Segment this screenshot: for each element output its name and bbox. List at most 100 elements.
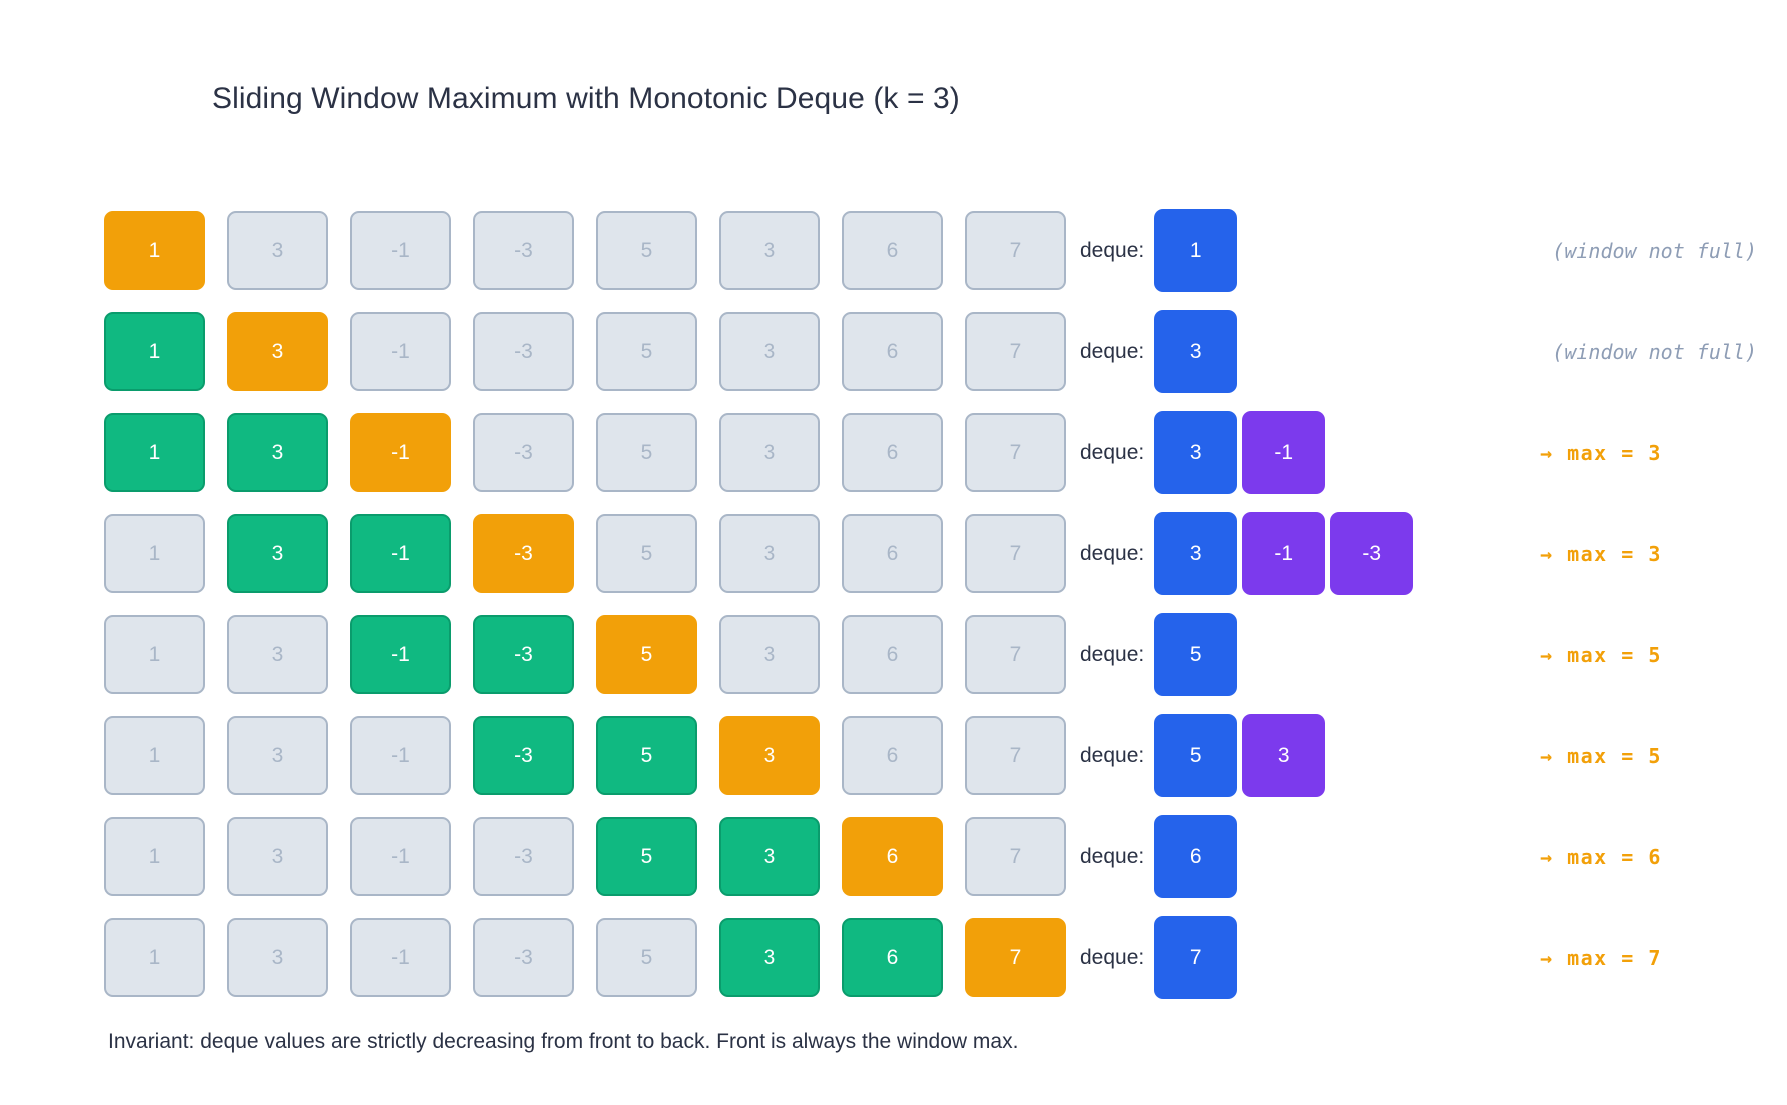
array-cell-idle: 3 — [227, 918, 328, 997]
array-cell-idle: 6 — [842, 211, 943, 290]
array-cell-current: 3 — [719, 716, 820, 795]
deque-label: deque: — [1080, 541, 1145, 565]
array-cell-idle: -1 — [350, 716, 451, 795]
array-cell-idle: 3 — [227, 615, 328, 694]
array-cell-idle: 1 — [104, 817, 205, 896]
array-cell-idle: 1 — [104, 716, 205, 795]
deque-strip: 3-1 — [1154, 411, 1330, 494]
deque-strip: 3 — [1154, 310, 1242, 393]
deque-label: deque: — [1080, 844, 1145, 868]
deque-cell-front: 6 — [1154, 815, 1238, 898]
array-cell-idle: 5 — [596, 413, 697, 492]
array-cell-idle: 3 — [227, 817, 328, 896]
array-cell-current: 1 — [104, 211, 205, 290]
max-result-note: → max = 3 — [1540, 440, 1662, 465]
array-cell-idle: 7 — [965, 211, 1066, 290]
deque-label: deque: — [1080, 440, 1145, 464]
array-cell-idle: 7 — [965, 817, 1066, 896]
array-cell-window: -1 — [350, 615, 451, 694]
deque-cell-front: 5 — [1154, 714, 1238, 797]
max-result-note: → max = 6 — [1540, 844, 1662, 869]
array-cell-current: -1 — [350, 413, 451, 492]
page-title: Sliding Window Maximum with Monotonic De… — [212, 82, 960, 116]
deque-cell-rest: -3 — [1330, 512, 1414, 595]
array-cell-window: 3 — [227, 514, 328, 593]
array-cell-idle: 5 — [596, 918, 697, 997]
deque-cell-front: 3 — [1154, 310, 1238, 393]
deque-cell-front: 1 — [1154, 209, 1238, 292]
array-cell-idle: 3 — [719, 312, 820, 391]
max-result-note: → max = 5 — [1540, 743, 1662, 768]
array-cell-idle: 5 — [596, 514, 697, 593]
array-cell-window: 3 — [719, 918, 820, 997]
array-cell-idle: 3 — [227, 716, 328, 795]
deque-cell-rest: -1 — [1242, 411, 1326, 494]
array-cell-idle: 5 — [596, 312, 697, 391]
deque-cell-rest: 3 — [1242, 714, 1326, 797]
status-note: (window not full) — [1552, 238, 1757, 263]
array-cell-idle: 1 — [104, 615, 205, 694]
deque-strip: 5 — [1154, 613, 1242, 696]
array-cell-idle: 6 — [842, 615, 943, 694]
deque-cell-front: 3 — [1154, 512, 1238, 595]
array-cell-window: 1 — [104, 312, 205, 391]
array-cell-idle: -1 — [350, 817, 451, 896]
array-cell-window: -1 — [350, 514, 451, 593]
array-cell-idle: 6 — [842, 716, 943, 795]
deque-strip: 3-1-3 — [1154, 512, 1418, 595]
deque-strip: 6 — [1154, 815, 1242, 898]
array-cell-idle: 7 — [965, 312, 1066, 391]
status-note: (window not full) — [1552, 339, 1757, 364]
array-cell-window: 5 — [596, 817, 697, 896]
array-cell-idle: 1 — [104, 514, 205, 593]
array-cell-idle: 3 — [719, 211, 820, 290]
array-cell-window: -3 — [473, 615, 574, 694]
deque-cell-rest: -1 — [1242, 512, 1326, 595]
invariant-caption: Invariant: deque values are strictly dec… — [108, 1030, 1019, 1053]
array-cell-idle: -1 — [350, 211, 451, 290]
array-cell-idle: -3 — [473, 413, 574, 492]
array-cell-current: 5 — [596, 615, 697, 694]
array-cell-idle: -3 — [473, 312, 574, 391]
array-cell-window: -3 — [473, 716, 574, 795]
array-cell-idle: 3 — [719, 615, 820, 694]
deque-cell-front: 7 — [1154, 916, 1238, 999]
array-cell-idle: -3 — [473, 211, 574, 290]
array-cell-current: 7 — [965, 918, 1066, 997]
array-cell-window: 3 — [719, 817, 820, 896]
deque-cell-front: 3 — [1154, 411, 1238, 494]
array-cell-idle: 5 — [596, 211, 697, 290]
deque-strip: 7 — [1154, 916, 1242, 999]
array-cell-window: 3 — [227, 413, 328, 492]
array-cell-idle: 3 — [719, 514, 820, 593]
array-cell-idle: 1 — [104, 918, 205, 997]
array-cell-window: 6 — [842, 918, 943, 997]
max-result-note: → max = 3 — [1540, 541, 1662, 566]
array-cell-idle: -1 — [350, 312, 451, 391]
array-cell-current: 3 — [227, 312, 328, 391]
array-cell-idle: 3 — [719, 413, 820, 492]
array-cell-window: 1 — [104, 413, 205, 492]
array-cell-idle: -1 — [350, 918, 451, 997]
deque-strip: 1 — [1154, 209, 1242, 292]
array-cell-current: 6 — [842, 817, 943, 896]
deque-label: deque: — [1080, 743, 1145, 767]
array-cell-idle: -3 — [473, 918, 574, 997]
deque-label: deque: — [1080, 642, 1145, 666]
array-cell-idle: 6 — [842, 413, 943, 492]
